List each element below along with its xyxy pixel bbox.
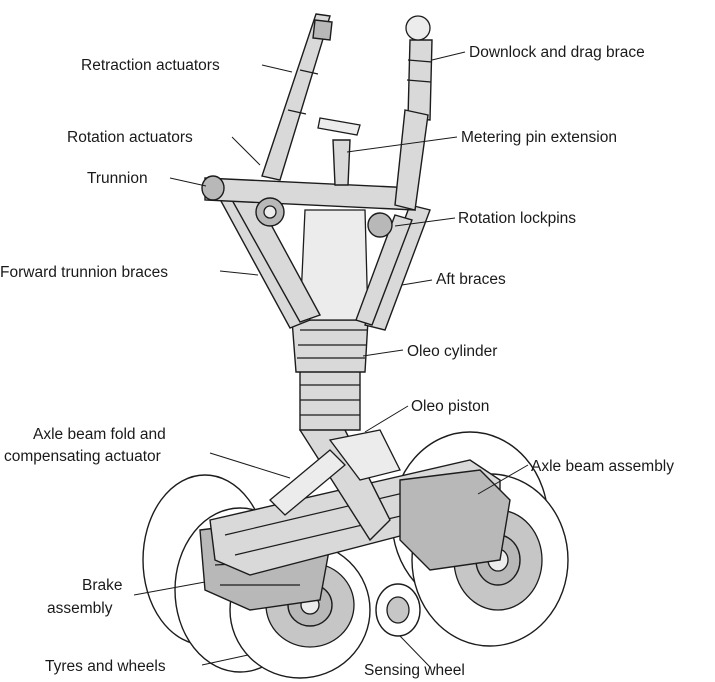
label-axle-beam-fold-line2: compensating actuator: [4, 448, 161, 465]
landing-gear-drawing: [142, 13, 569, 679]
label-axle-beam-fold-line1: Axle beam fold and: [33, 426, 166, 443]
retraction-actuator: [261, 13, 331, 181]
metering-pin: [332, 139, 351, 186]
label-axle-beam-assembly: Axle beam assembly: [531, 458, 674, 475]
label-brake-line1: Brake: [82, 577, 123, 594]
label-trunnion: Trunnion: [87, 170, 148, 187]
oleo-cylinder-lower: [291, 319, 369, 373]
label-metering-pin-extension: Metering pin extension: [461, 129, 617, 146]
callout-labels: Retraction actuators Downlock and drag b…: [0, 44, 674, 679]
label-oleo-piston: Oleo piston: [411, 398, 489, 415]
drag-brace-lower: [394, 109, 429, 211]
label-aft-braces: Aft braces: [436, 271, 506, 288]
label-forward-trunnion-braces: Forward trunnion braces: [0, 264, 168, 281]
sensing-wheel-drawing: [375, 583, 421, 637]
label-rotation-actuators: Rotation actuators: [67, 129, 193, 146]
label-retraction-actuators: Retraction actuators: [81, 57, 220, 74]
rear-brake-housing: [399, 469, 511, 571]
leader-lines: [133, 51, 529, 668]
label-sensing-wheel: Sensing wheel: [364, 662, 465, 679]
label-downlock-drag-brace: Downlock and drag brace: [469, 44, 645, 61]
label-tyres-and-wheels: Tyres and wheels: [45, 658, 166, 675]
compensating-actuator: [269, 449, 346, 516]
label-oleo-cylinder: Oleo cylinder: [407, 343, 497, 360]
label-brake-line2: assembly: [47, 600, 113, 617]
label-rotation-lockpins: Rotation lockpins: [458, 210, 576, 227]
